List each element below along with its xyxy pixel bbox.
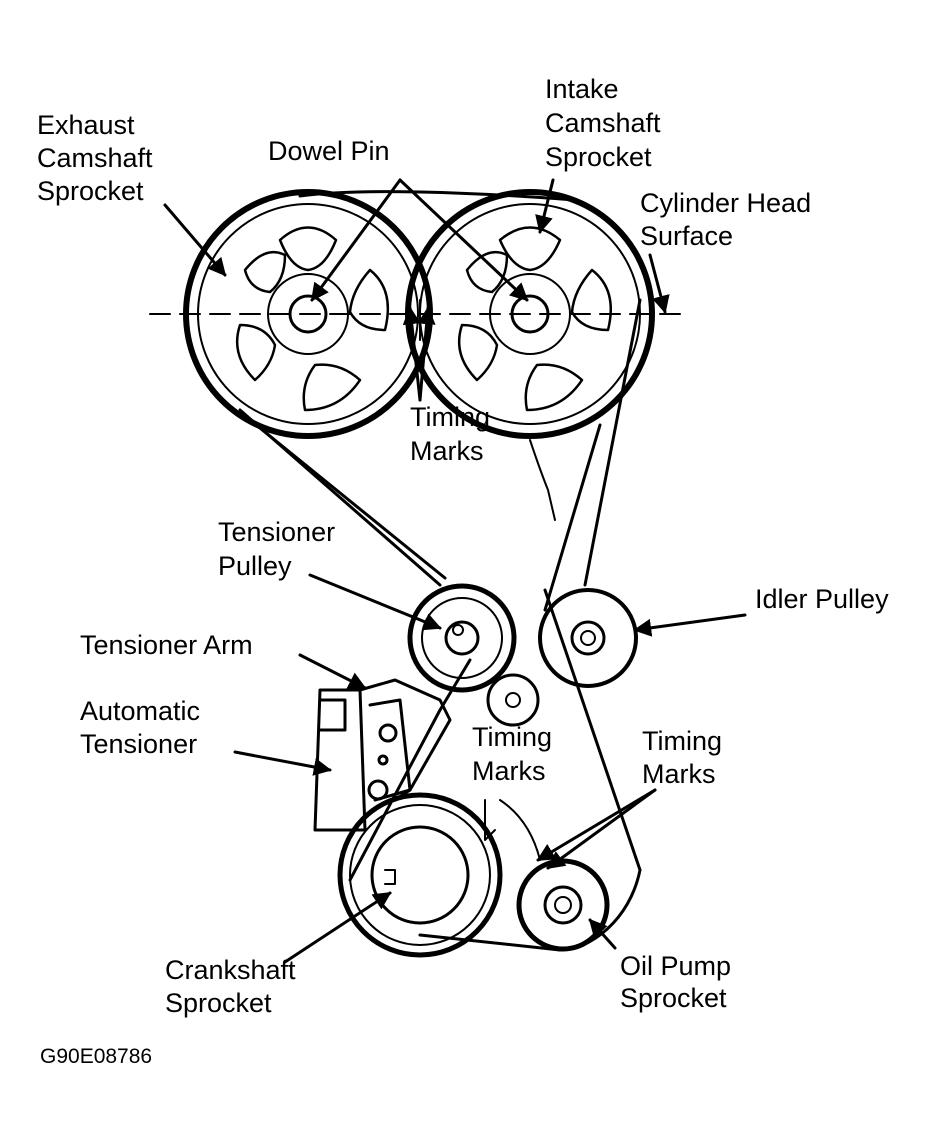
idler-pulley bbox=[538, 588, 638, 688]
figure-code: G90E08786 bbox=[40, 1045, 152, 1068]
oil-pump-sprocket bbox=[516, 858, 610, 952]
label-exhaust-camshaft-sprocket: Exhaust Camshaft Sprocket bbox=[37, 110, 160, 206]
label-timing-marks-right: Timing Marks bbox=[642, 726, 730, 789]
automatic-tensioner bbox=[313, 678, 452, 832]
label-timing-marks-middle: Timing Marks bbox=[472, 722, 560, 786]
label-intake-camshaft-sprocket: Intake Camshaft Sprocket bbox=[545, 74, 668, 172]
tensioner-pulley bbox=[407, 583, 517, 693]
label-crankshaft-sprocket: Crankshaft Sprocket bbox=[165, 955, 303, 1018]
leader-arrows bbox=[163, 178, 747, 964]
crankshaft-sprocket bbox=[337, 792, 503, 958]
label-automatic-tensioner: Automatic Tensioner bbox=[80, 696, 208, 759]
label-oil-pump-sprocket: Oil Pump Sprocket bbox=[620, 951, 739, 1013]
small-pulley bbox=[486, 673, 540, 727]
label-timing-marks-top: Timing Marks bbox=[410, 402, 498, 466]
label-tensioner-pulley: Tensioner Pulley bbox=[218, 517, 343, 581]
exhaust-camshaft-sprocket bbox=[183, 189, 433, 439]
label-cylinder-head-surface: Cylinder Head Surface bbox=[640, 188, 819, 251]
label-dowel-pin: Dowel Pin bbox=[268, 136, 390, 166]
label-tensioner-arm: Tensioner Arm bbox=[80, 630, 253, 660]
label-idler-pulley: Idler Pulley bbox=[755, 584, 889, 614]
